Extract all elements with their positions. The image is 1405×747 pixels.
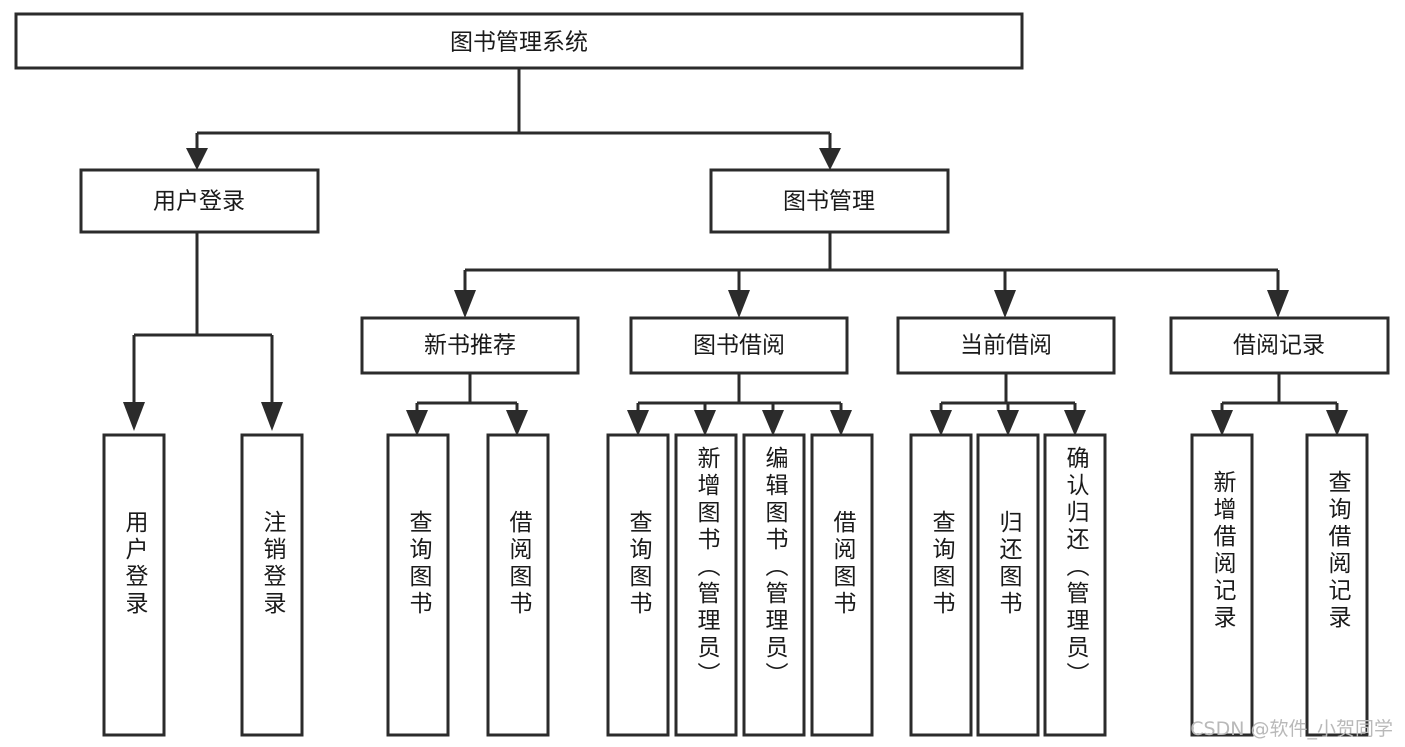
node-leaf-query-borrow-record-box[interactable] xyxy=(1305,433,1369,737)
arrow-to-new-book-rec xyxy=(454,290,476,318)
node-user-login[interactable]: 用户登录 xyxy=(79,168,320,234)
node-leaf-add-borrow-record[interactable]: 新增借阅记录 xyxy=(1190,433,1254,737)
node-borrow-record-box[interactable] xyxy=(1169,316,1390,375)
node-new-book-rec[interactable]: 新书推荐 xyxy=(360,316,580,375)
node-leaf-user-logout-box[interactable] xyxy=(240,433,304,737)
node-leaf-query-book-3[interactable]: 查询图书 xyxy=(909,433,973,737)
node-root[interactable]: 图书管理系统 xyxy=(14,12,1024,70)
arrow-to-leaf-query-book-3 xyxy=(930,410,952,436)
node-book-manage[interactable]: 图书管理 xyxy=(709,168,950,234)
node-leaf-user-login-label: 用户登录 xyxy=(121,510,149,618)
node-book-manage-box[interactable] xyxy=(709,168,950,234)
arrow-to-leaf-return-book xyxy=(997,410,1019,436)
node-leaf-return-book[interactable]: 归还图书 xyxy=(976,433,1040,737)
node-new-book-rec-box[interactable] xyxy=(360,316,580,375)
arrow-to-leaf-borrow-book-2 xyxy=(830,410,852,436)
node-borrow-record[interactable]: 借阅记录 xyxy=(1169,316,1390,375)
arrow-to-leaf-query-book-2 xyxy=(627,410,649,436)
arrow-to-leaf-add-book-admin xyxy=(694,410,716,436)
node-leaf-borrow-book-2[interactable]: 借阅图书 xyxy=(810,433,874,737)
arrow-to-borrow-record xyxy=(1267,290,1289,318)
node-current-borrow[interactable]: 当前借阅 xyxy=(896,316,1116,375)
node-leaf-query-book-3-box[interactable] xyxy=(909,433,973,737)
node-leaf-add-borrow-record-label: 新增借阅记录 xyxy=(1209,470,1237,632)
node-leaf-query-book-1-label: 查询图书 xyxy=(405,510,433,618)
node-borrow-record-label: 借阅记录 xyxy=(1233,333,1325,359)
node-leaf-query-book-1[interactable]: 查询图书 xyxy=(386,433,450,737)
node-leaf-user-login-box[interactable] xyxy=(102,433,166,737)
node-leaf-confirm-return-admin[interactable]: 确认归还（管理员） xyxy=(1043,433,1107,737)
node-leaf-borrow-book-2-label: 借阅图书 xyxy=(829,510,857,618)
node-leaf-user-logout[interactable]: 注销登录 xyxy=(240,433,304,737)
node-leaf-borrow-book-1-box[interactable] xyxy=(486,433,550,737)
arrow-to-leaf-query-book-1 xyxy=(406,410,428,436)
arrow-to-book-borrow xyxy=(728,290,750,318)
node-leaf-add-borrow-record-box[interactable] xyxy=(1190,433,1254,737)
connectors-layer xyxy=(123,68,1348,436)
node-leaf-user-logout-label: 注销登录 xyxy=(259,510,287,618)
node-leaf-return-book-label: 归还图书 xyxy=(995,510,1023,618)
node-leaf-query-borrow-record[interactable]: 查询借阅记录 xyxy=(1305,433,1369,737)
node-leaf-return-book-box[interactable] xyxy=(976,433,1040,737)
node-user-login-label: 用户登录 xyxy=(153,189,245,215)
node-leaf-edit-book-admin-label: 编辑图书（管理员） xyxy=(761,446,789,689)
node-book-manage-label: 图书管理 xyxy=(783,189,875,215)
node-leaf-borrow-book-1-label: 借阅图书 xyxy=(505,510,533,618)
node-current-borrow-label: 当前借阅 xyxy=(960,333,1052,359)
node-user-login-box[interactable] xyxy=(79,168,320,234)
arrow-to-leaf-user-logout xyxy=(261,402,283,431)
node-leaf-confirm-return-admin-box[interactable] xyxy=(1043,433,1107,737)
arrow-to-book-manage xyxy=(819,148,841,170)
node-book-borrow-box[interactable] xyxy=(629,316,849,375)
node-leaf-query-book-2-box[interactable] xyxy=(606,433,670,737)
node-leaf-add-book-admin[interactable]: 新增图书（管理员） xyxy=(674,433,738,737)
node-leaf-query-book-1-box[interactable] xyxy=(386,433,450,737)
arrow-to-leaf-confirm-return xyxy=(1064,410,1086,436)
node-leaf-borrow-book-2-box[interactable] xyxy=(810,433,874,737)
node-leaf-confirm-return-admin-label: 确认归还（管理员） xyxy=(1062,446,1090,689)
node-leaf-query-book-2[interactable]: 查询图书 xyxy=(606,433,670,737)
node-leaf-edit-book-admin-box[interactable] xyxy=(742,433,806,737)
arrow-to-leaf-user-login xyxy=(123,402,145,431)
arrow-to-leaf-edit-book-admin xyxy=(762,410,784,436)
node-leaf-query-book-2-label: 查询图书 xyxy=(625,510,653,618)
node-leaf-user-login[interactable]: 用户登录 xyxy=(102,433,166,737)
node-current-borrow-box[interactable] xyxy=(896,316,1116,375)
node-root-label: 图书管理系统 xyxy=(450,30,588,56)
arrow-to-current-borrow xyxy=(994,290,1016,318)
arrow-to-leaf-query-borrow-record xyxy=(1326,410,1348,436)
node-leaf-borrow-book-1[interactable]: 借阅图书 xyxy=(486,433,550,737)
node-root-box[interactable] xyxy=(14,12,1024,70)
node-leaf-edit-book-admin[interactable]: 编辑图书（管理员） xyxy=(742,433,806,737)
node-leaf-query-borrow-record-label: 查询借阅记录 xyxy=(1324,470,1352,632)
node-leaf-query-book-3-label: 查询图书 xyxy=(928,510,956,618)
node-new-book-rec-label: 新书推荐 xyxy=(424,333,516,359)
arrow-to-user-login xyxy=(186,148,208,170)
node-book-borrow[interactable]: 图书借阅 xyxy=(629,316,849,375)
node-leaf-add-book-admin-box[interactable] xyxy=(674,433,738,737)
arrow-to-leaf-add-borrow-record xyxy=(1211,410,1233,436)
arrow-to-leaf-borrow-book-1 xyxy=(506,410,528,436)
node-leaf-add-book-admin-label: 新增图书（管理员） xyxy=(693,446,721,689)
node-book-borrow-label: 图书借阅 xyxy=(693,333,785,359)
